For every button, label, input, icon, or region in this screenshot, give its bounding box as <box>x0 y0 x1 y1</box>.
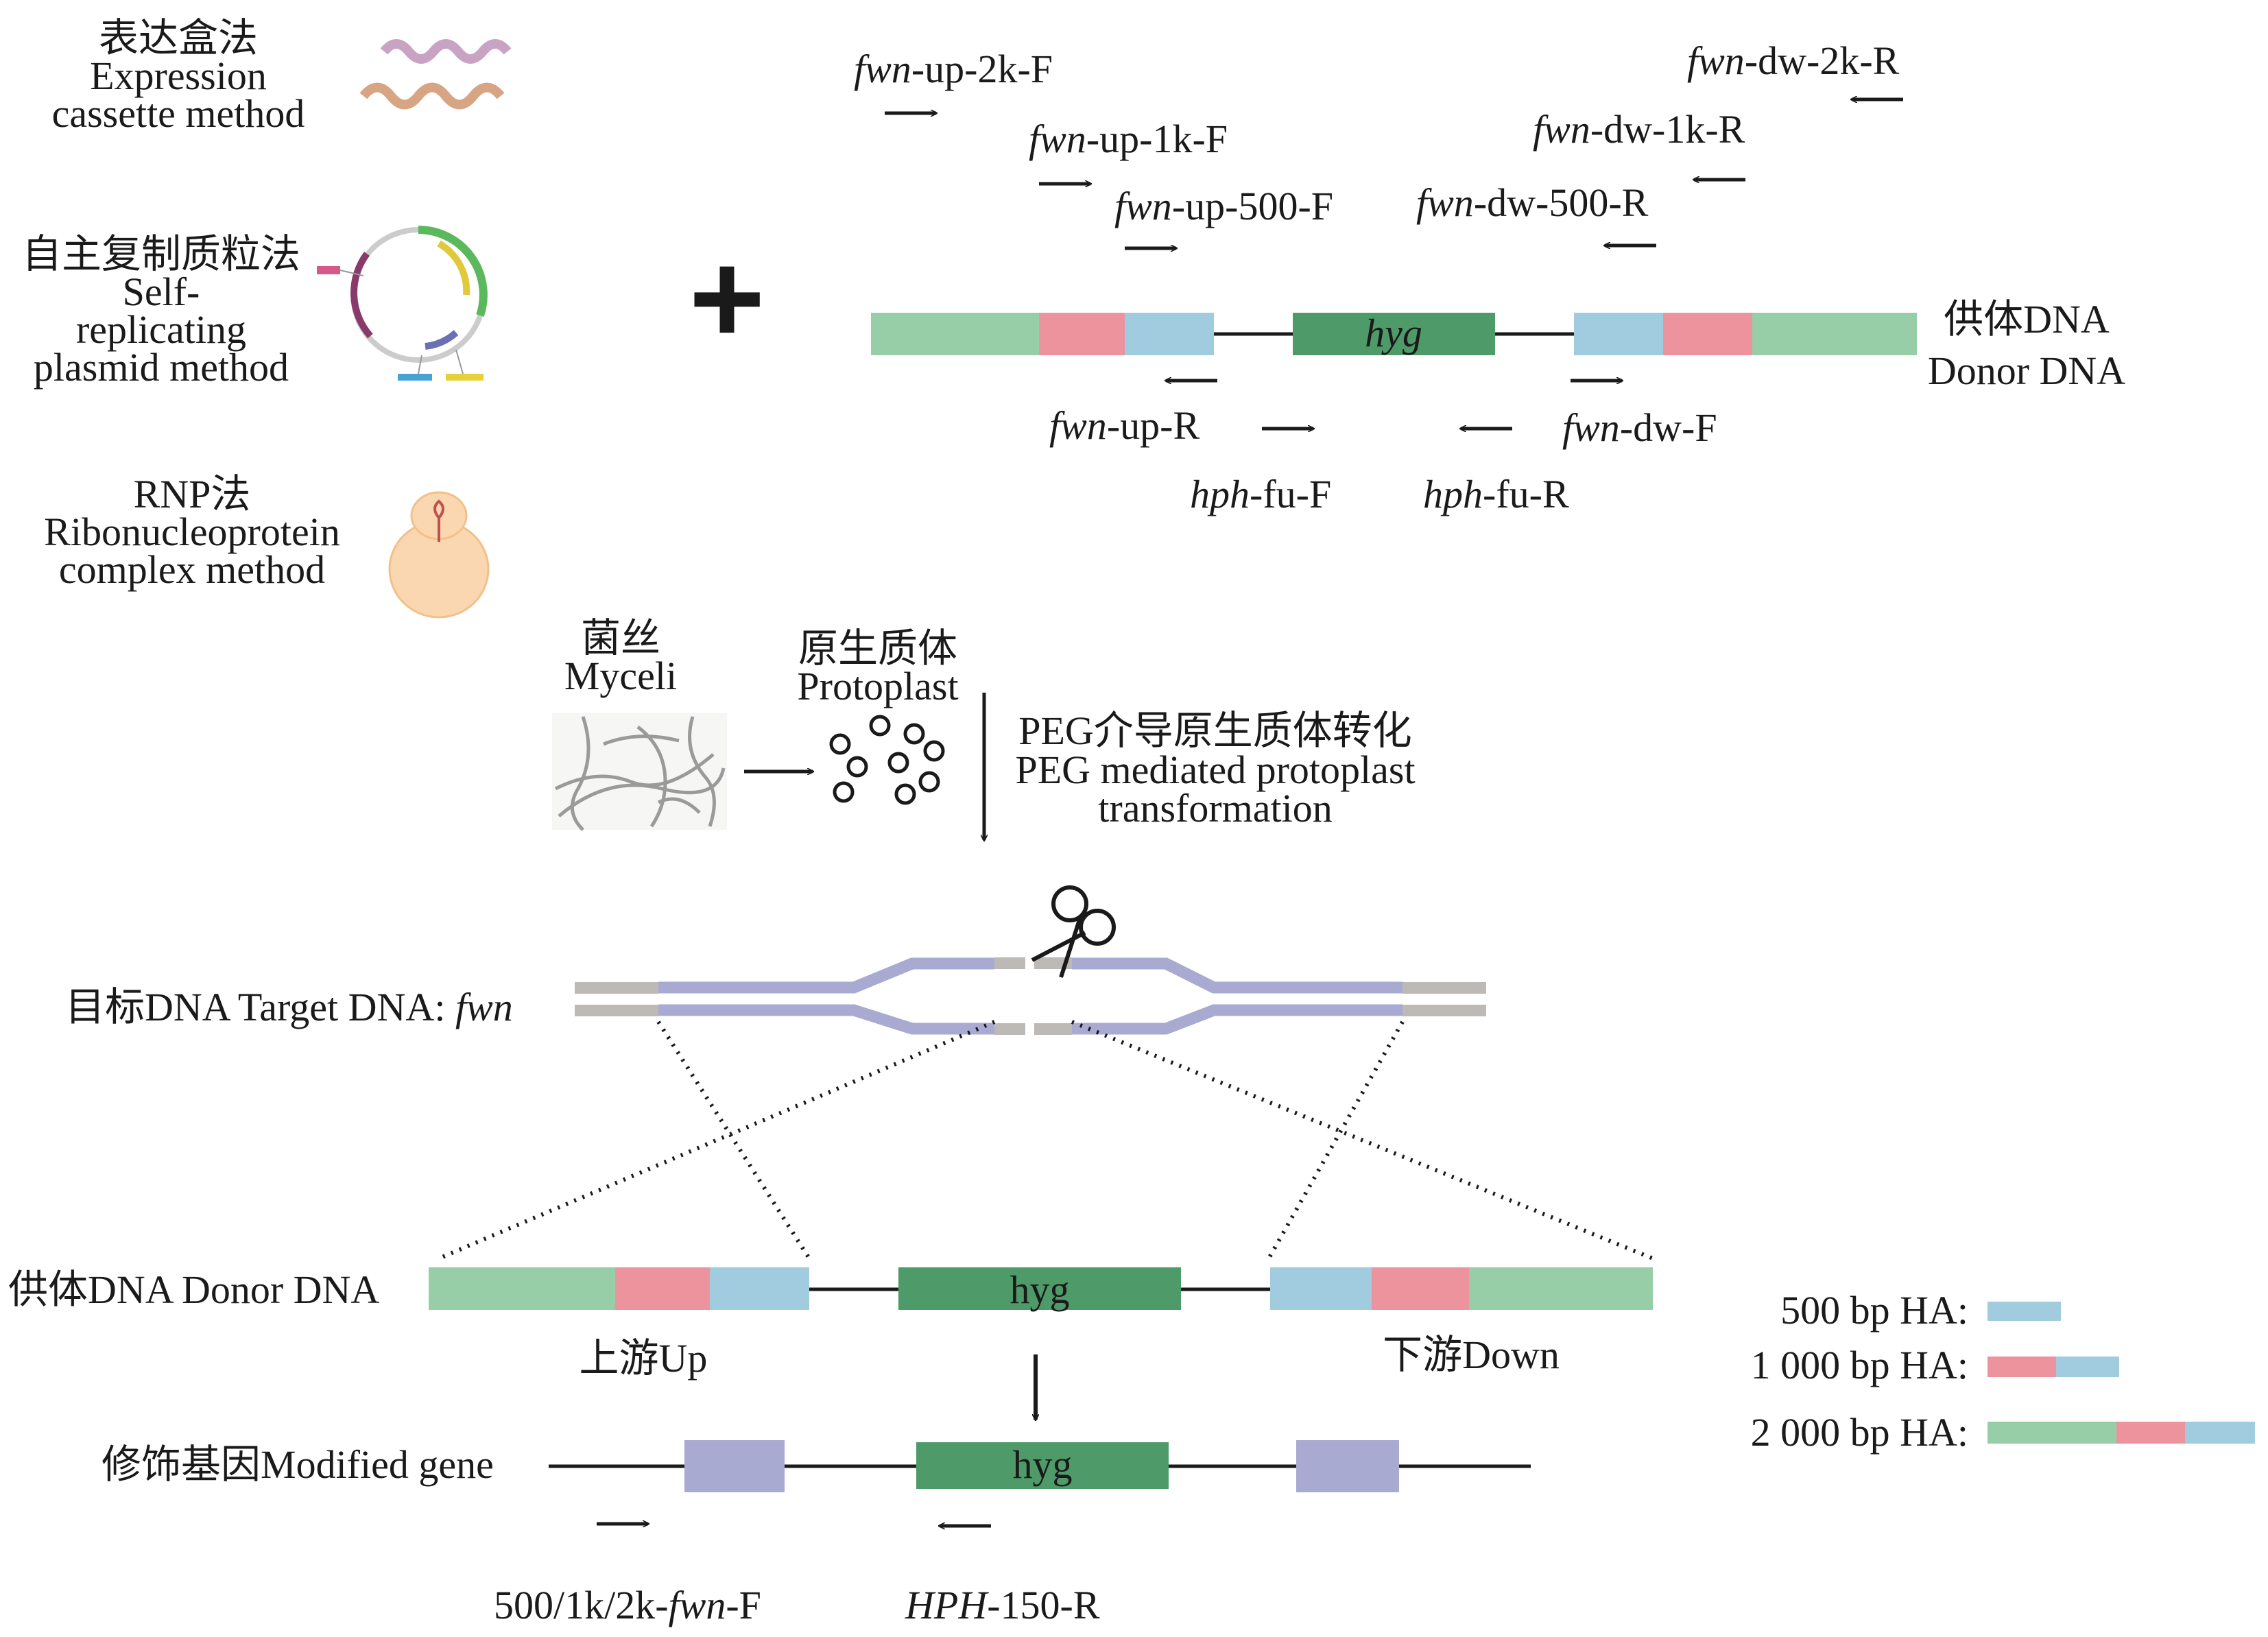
target-flank-right <box>1402 1005 1486 1016</box>
flank-block-right <box>1296 1440 1399 1492</box>
donor-dna-en: Donor DNA <box>1928 348 2125 393</box>
method-expression-cassette: 表达盒法 Expression cassette method <box>52 16 512 136</box>
peg-en-1: PEG mediated protoplast <box>1015 748 1415 792</box>
self-replicating-en-1: Self- <box>123 270 200 314</box>
donor-dna-bottom: 供体DNA Donor DNA hyg 上游Up 下游Down <box>8 1267 1653 1381</box>
protoplast-zh: 原生质体 <box>798 626 957 671</box>
legend-swatch-2000-green <box>1988 1422 2116 1444</box>
donor-dna-bottom-label: 供体DNA Donor DNA <box>8 1267 379 1312</box>
upstream-label: 上游Up <box>580 1336 708 1381</box>
primer-fwn-dw-2k-r: fwn-dw-2k-R <box>1687 38 1900 83</box>
flank-block-left <box>684 1440 785 1492</box>
cut-end <box>994 1023 1025 1035</box>
rnp-en-1: Ribonucleoprotein <box>44 510 340 554</box>
rnp-zh: RNP法 <box>134 472 251 516</box>
target-flank-left <box>575 1005 658 1016</box>
primer-fwn-up-1k-f: fwn-up-1k-F <box>1029 117 1228 161</box>
primer-hph-150-r: HPH-150-R <box>905 1583 1100 1627</box>
myceli-zh: 菌丝 <box>581 616 660 660</box>
hyg-segment <box>898 1267 1181 1310</box>
up-ha-500-segment <box>710 1267 809 1310</box>
expression-cassette-en-2: cassette method <box>52 91 305 136</box>
primer-hph-fu-r: hph-fu-R <box>1423 472 1569 516</box>
up-ha-1k-segment <box>615 1267 710 1310</box>
target-strand-lower-left <box>658 1004 994 1035</box>
modified-gene-label: 修饰基因Modified gene <box>102 1442 494 1487</box>
target-dna-label: 目标DNA Target DNA: fwn <box>65 985 513 1029</box>
hyg-segment <box>1293 313 1495 355</box>
primers-top-below: fwn-up-R hph-fu-F hph-fu-R fwn-dw-F <box>1049 381 1717 516</box>
dw-ha-500-segment <box>1270 1267 1372 1310</box>
modified-gene: 修饰基因Modified gene hyg 500/1k/2k-fwn-F HP… <box>102 1440 1531 1627</box>
mycelium-icon <box>552 713 727 831</box>
legend: 500 bp HA: 1 000 bp HA: 2 000 bp HA: <box>1751 1288 2255 1455</box>
self-replicating-en-2: replicating <box>76 307 246 352</box>
transformation-step: 菌丝 Myceli 原生质体 Protoplast PEG介导原生 <box>552 616 1416 840</box>
target-strand-lower-right <box>1072 1004 1402 1035</box>
homologous-recombination-lines <box>438 1020 1654 1260</box>
method-rnp: RNP法 Ribonucleoprotein complex method <box>44 472 490 619</box>
legend-ha500-label: 500 bp HA: <box>1780 1288 1968 1333</box>
scissors-icon <box>1031 885 1116 978</box>
target-strand-upper-left <box>658 957 994 994</box>
expression-cassette-zh: 表达盒法 <box>99 16 258 60</box>
hyg-label: hyg <box>1010 1267 1070 1312</box>
rnp-en-2: complex method <box>59 547 325 592</box>
legend-swatch-2000-blue <box>2185 1422 2255 1444</box>
hyg-label: hyg <box>1365 311 1422 355</box>
cut-end <box>1034 1023 1072 1035</box>
expression-cassette-en-1: Expression <box>90 53 267 98</box>
primer-fwn-up-500-f: fwn-up-500-F <box>1114 184 1333 228</box>
plasmid-map-icon <box>317 226 488 381</box>
donor-dna-zh: 供体DNA <box>1944 297 2110 342</box>
up-ha-2k-segment <box>429 1267 615 1310</box>
downstream-label: 下游Down <box>1383 1333 1560 1377</box>
primer-fwn-f: 500/1k/2k-fwn-F <box>494 1583 761 1627</box>
cut-end <box>994 957 1025 969</box>
primer-hph-fu-f: hph-fu-F <box>1190 472 1331 516</box>
target-flank-right <box>1402 982 1486 994</box>
dw-ha-2k-segment <box>1469 1267 1653 1310</box>
up-ha-500-segment <box>1125 313 1214 355</box>
donor-dna-top: hyg 供体DNA Donor DNA <box>871 297 2125 393</box>
dw-ha-2k-segment <box>1752 313 1917 355</box>
target-strand-upper-right <box>1072 957 1402 994</box>
method-self-replicating-plasmid: 自主复制质粒法 Self- replicating plasmid method <box>22 226 488 390</box>
peg-en-2: transformation <box>1098 786 1332 831</box>
self-replicating-en-3: plasmid method <box>34 345 289 390</box>
up-ha-2k-segment <box>871 313 1039 355</box>
protoplast-en: Protoplast <box>797 664 958 708</box>
target-dna: 目标DNA Target DNA: fwn <box>65 885 1486 1035</box>
legend-swatch-1000-blue <box>2056 1357 2119 1377</box>
protoplast-cells-icon <box>829 715 945 805</box>
primer-fwn-dw-500-r: fwn-dw-500-R <box>1416 180 1649 225</box>
myceli-en: Myceli <box>564 654 677 698</box>
primer-fwn-up-2k-f: fwn-up-2k-F <box>854 47 1053 91</box>
dw-ha-1k-segment <box>1372 1267 1469 1310</box>
up-ha-1k-segment <box>1039 313 1125 355</box>
primer-fwn-dw-1k-r: fwn-dw-1k-R <box>1533 107 1745 152</box>
primer-fwn-dw-f: fwn-dw-F <box>1562 405 1717 450</box>
legend-ha1000-label: 1 000 bp HA: <box>1751 1343 1968 1387</box>
legend-ha2000-label: 2 000 bp HA: <box>1751 1410 1968 1455</box>
primer-fwn-up-r: fwn-up-R <box>1049 403 1199 448</box>
legend-swatch-1000-pink <box>1988 1357 2056 1377</box>
legend-swatch-500 <box>1988 1302 2061 1321</box>
target-flank-left <box>575 982 658 994</box>
dna-helix-icon <box>359 39 512 110</box>
plus-sign: + <box>689 226 765 371</box>
primers-top: fwn-up-2k-F fwn-up-1k-F fwn-up-500-F fwn… <box>854 38 1903 248</box>
hyg-label: hyg <box>1013 1442 1073 1487</box>
self-replicating-zh: 自主复制质粒法 <box>22 232 300 276</box>
legend-swatch-2000-pink <box>2116 1422 2185 1444</box>
peg-zh: PEG介导原生质体转化 <box>1018 708 1412 753</box>
dw-ha-500-segment <box>1574 313 1663 355</box>
hyg-segment <box>916 1442 1169 1489</box>
rnp-complex-icon <box>388 491 490 619</box>
dw-ha-1k-segment <box>1663 313 1752 355</box>
